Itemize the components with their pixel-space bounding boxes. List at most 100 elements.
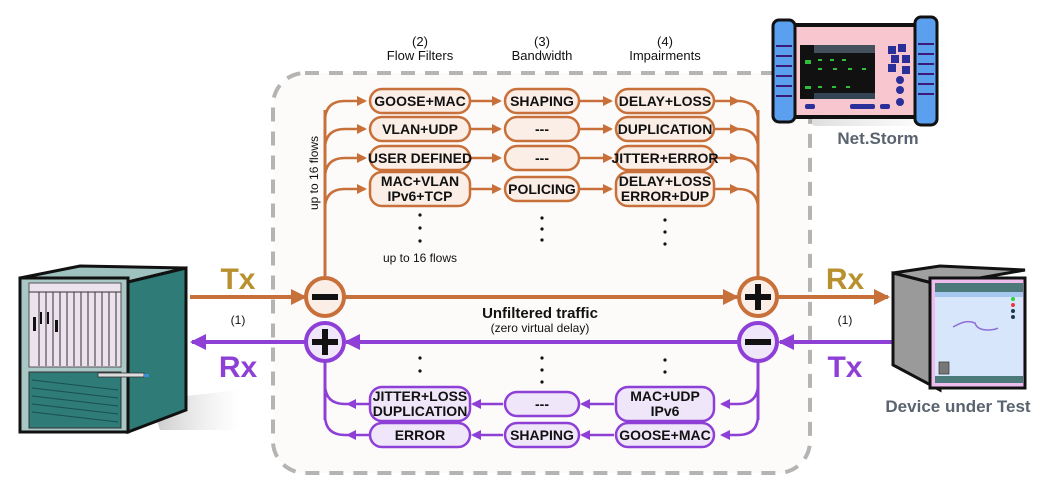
tx-impairment-pill-text: DELAY+LOSS: [619, 93, 711, 109]
rx-merge-operator: [304, 321, 346, 363]
plus-icon: [312, 329, 338, 355]
rx-branch-arrow: [720, 414, 760, 440]
rx-merge-arrow: [323, 414, 370, 437]
rx-filter-pill-text: MAC+UDP: [630, 388, 700, 404]
right-port-label: (1): [838, 313, 853, 327]
rx-impairment-pill-text: JITTER+LOSS: [373, 388, 468, 404]
tx-impairment-pill-text: DELAY+LOSS: [619, 173, 711, 189]
unfiltered-traffic-label: Unfiltered traffic: [482, 305, 598, 322]
tx-flow-row: VLAN+UDP --- DUPLICATION: [323, 115, 760, 150]
rx-filter-pill-text: GOOSE+MAC: [619, 427, 710, 443]
left-port-label: (1): [231, 313, 246, 327]
dut-label: Device under Test: [885, 397, 1031, 416]
header-bandwidth-number: (3): [534, 34, 550, 49]
ellipsis-dot: [540, 238, 544, 242]
tx-impairment-pill: JITTER+ERROR: [612, 144, 719, 172]
plus-icon: [745, 284, 771, 310]
ellipsis-dot: [540, 356, 544, 360]
tx-flow-row: GOOSE+MAC SHAPING DELAY+LOSS: [323, 87, 760, 122]
ellipsis-dot: [540, 368, 544, 372]
header-bandwidth-title: Bandwidth: [512, 48, 573, 63]
rx-filter-pill-text: IPv6: [651, 403, 680, 419]
tx-branch-arrow: [323, 96, 367, 122]
rx-arrowhead: [346, 430, 356, 440]
tx-filter-pill: USER DEFINED: [368, 144, 472, 172]
protection-relay-icon: [891, 264, 1027, 393]
up-to-16-flows-vertical-label: up to 16 flows: [307, 136, 321, 210]
ellipsis-dot: [663, 370, 667, 374]
header-flow-filters-title: Flow Filters: [387, 48, 454, 63]
ellipsis-dot: [540, 380, 544, 384]
rx-impairment-pill-text: ERROR: [395, 427, 446, 443]
tx-bandwidth-pill: SHAPING: [503, 87, 581, 115]
tx-flow-rows: GOOSE+MAC SHAPING DELAY+LOSS VLAN+UDP --- DUP…: [323, 87, 760, 246]
tx-bandwidth-pill: ---: [503, 144, 581, 172]
tx-filter-pill-text: GOOSE+MAC: [374, 93, 465, 109]
rx-impairment-pill-text: DUPLICATION: [373, 403, 468, 419]
rx-merge-arrow: [323, 383, 370, 406]
tx-impairment-pill-text: JITTER+ERROR: [612, 150, 719, 166]
tx-impairment-pill: DELAY+LOSS: [614, 87, 716, 115]
up-to-16-flows-horizontal-label: up to 16 flows: [383, 251, 457, 265]
tx-arrowhead: [730, 184, 740, 194]
ellipsis-dot: [663, 218, 667, 222]
ellipsis-dot: [418, 369, 422, 373]
rx-bandwidth-pill: ---: [503, 390, 581, 418]
tx-filter-pill-text: USER DEFINED: [368, 150, 472, 166]
left-tx-label: Tx: [220, 263, 255, 296]
rx-bandwidth-pill: SHAPING: [503, 421, 581, 449]
rx-split-operator: [737, 321, 779, 363]
header-impairments-title: Impairments: [629, 48, 701, 63]
ellipsis-dot: [418, 226, 422, 230]
tx-filter-pill-text: MAC+VLAN: [381, 173, 459, 189]
tx-merge-operator: [737, 276, 779, 318]
column-headers: (2) Flow Filters (3) Bandwidth (4) Impai…: [387, 34, 701, 63]
rx-filter-pill: GOOSE+MAC: [614, 421, 716, 449]
tx-bandwidth-pill: ---: [503, 115, 581, 143]
tx-bandwidth-pill-text: ---: [535, 150, 549, 166]
tx-impairment-pill-text: DUPLICATION: [618, 121, 713, 137]
rx-bandwidth-pill-text: SHAPING: [510, 427, 574, 443]
ellipsis-dot: [663, 358, 667, 362]
rx-bandwidth-pill-text: ---: [535, 396, 549, 412]
header-flow-filters-number: (2): [412, 34, 428, 49]
handheld-tester-icon: [771, 15, 950, 127]
ellipsis-dot: [663, 230, 667, 234]
tx-filter-pill: GOOSE+MAC: [368, 87, 472, 115]
minus-icon: [745, 339, 771, 345]
rack-chassis-icon: [18, 264, 240, 435]
tx-flow-row: USER DEFINED --- JITTER+ERROR: [323, 144, 760, 179]
tx-bandwidth-pill-text: SHAPING: [510, 93, 574, 109]
tx-branch-arrow: [323, 153, 367, 179]
tx-filter-pill: VLAN+UDP: [368, 115, 472, 143]
right-tx-label: Tx: [827, 351, 862, 384]
rx-impairment-pill: ERROR: [368, 421, 472, 449]
tx-arrowhead: [730, 96, 740, 106]
tx-bandwidth-pill: POLICING: [503, 175, 581, 203]
rx-arrowhead: [346, 399, 356, 409]
ellipsis-dot: [540, 227, 544, 231]
tx-impairment-pill: DUPLICATION: [614, 115, 716, 143]
tx-filter-pill-text: IPv6+TCP: [388, 188, 453, 204]
tx-split-operator: [304, 276, 346, 318]
minus-icon: [312, 294, 338, 300]
tx-branch-arrow: [323, 184, 367, 210]
tx-impairment-pill-text: ERROR+DUP: [621, 188, 709, 204]
ellipsis-dot: [540, 216, 544, 220]
header-impairments-number: (4): [657, 34, 673, 49]
tx-arrowhead: [730, 124, 740, 134]
tx-arrowhead: [730, 153, 740, 163]
ellipsis-dot: [418, 356, 422, 360]
zero-virtual-delay-label: (zero virtual delay): [491, 321, 590, 335]
left-rx-label: Rx: [219, 351, 258, 384]
ellipsis-dot: [418, 213, 422, 217]
ellipsis-dot: [663, 242, 667, 246]
